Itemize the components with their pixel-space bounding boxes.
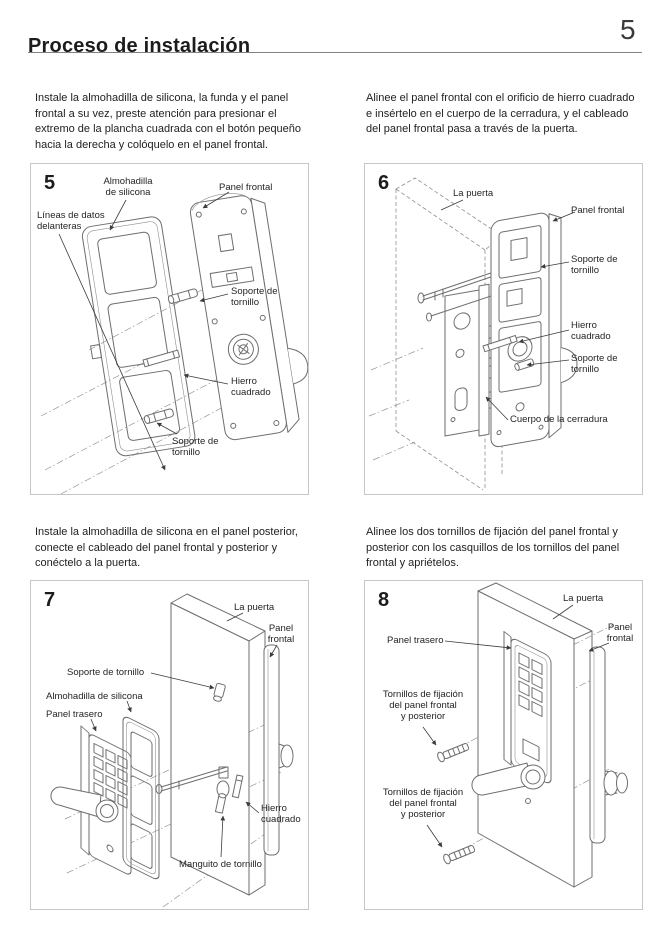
label-screw-support: Soporte de tornillo [67,667,145,678]
rear-panel-drawing [503,630,552,784]
step-5-figure: 5 Almohadilla de silicona Panel frontal … [30,163,309,495]
step-6-drawing [368,177,578,491]
fixing-screw-bottom-drawing [443,844,476,865]
label-front-data-lines: Líneas de datos delanteras [37,210,105,232]
step-5-intro: Instale la almohadilla de silicona, la f… [35,92,302,151]
door-drawing [170,593,266,896]
step-8-figure: 8 La puerta Panel frontal Panel trasero … [364,580,643,910]
step-7-drawing [50,593,294,908]
step-7-figure: 7 La puerta Panel frontal Soporte de tor… [30,580,309,910]
label-silicone-pad: Almohadilla de silicona [46,691,143,702]
label-screw-support-top: Soporte de tornillo [571,254,618,276]
label-square-iron: Hierro cuadrado [571,320,611,342]
handle-drawing [50,786,119,823]
label-front-panel: Panel frontal [606,622,634,644]
front-panel-strip-drawing [263,644,294,856]
leader-lines [90,612,278,858]
label-square-iron: Hierro cuadrado [261,803,301,825]
square-iron-drawing [142,349,181,368]
label-door: La puerta [563,593,604,604]
silicone-pad-drawing [122,716,160,880]
guide-lines [368,347,424,461]
fixing-screw-top-drawing [437,742,470,763]
step-8-intro: Alinee los dos tornillos de fijación del… [366,526,620,570]
screw-support-bottom-drawing [143,408,174,424]
silicone-pad-drawing [81,216,196,457]
leader-lines [440,199,576,421]
label-fixing-screws-bottom: Tornillos de fijación del panel frontal … [382,787,464,820]
handle-drawing [471,762,546,796]
header-rule [28,52,642,53]
square-iron-drawing [231,774,244,799]
label-screw-support-bottom: Soporte de tornillo [172,436,219,458]
step-8-drawing [422,582,628,888]
front-panel-drawing [490,212,578,448]
screw-sleeve-drawing [214,793,227,814]
step-6-figure: 6 La puerta Panel frontal Soporte de tor… [364,163,643,495]
step-number: 5 [44,172,56,194]
step-7-intro: Instale la almohadilla de silicona en el… [35,526,298,570]
label-door: La puerta [453,188,494,199]
page-number: 5 [620,14,636,45]
screw-support-bottom-drawing [514,358,535,371]
label-rear-panel: Panel trasero [46,709,103,720]
label-fixing-screws-top: Tornillos de fijación del panel frontal … [382,689,464,722]
center-screw-drawing [155,766,228,794]
step-number: 6 [378,172,390,194]
front-panel-drawing [189,193,308,441]
step-5-drawing [40,191,308,494]
leader-lines [58,191,230,471]
label-square-iron: Hierro cuadrado [231,376,271,398]
screw-support-top-drawing [167,288,198,304]
step-number: 8 [378,589,390,611]
label-screw-support-top: Soporte de tornillo [231,286,278,308]
label-front-panel: Panel frontal [267,623,295,645]
square-iron-drawing [482,334,518,353]
step-6-intro: Alinee el panel frontal con el orificio … [366,92,635,136]
label-front-panel: Panel frontal [219,182,273,193]
step-number: 7 [44,589,56,611]
front-panel-strip-drawing [589,646,628,844]
leader-lines [422,604,610,848]
label-rear-panel: Panel trasero [387,635,444,646]
label-screw-sleeve: Manguito de tornillo [179,859,262,870]
screw-support-drawing [213,682,226,702]
label-screw-support-bottom: Soporte de tornillo [571,353,618,375]
page-title: Proceso de instalación [28,35,251,58]
label-front-panel: Panel frontal [571,205,625,216]
label-silicone-pad: Almohadilla de silicona [103,176,153,198]
guide-lines [446,624,614,856]
label-lock-body: Cuerpo de la cerradura [510,414,608,425]
label-door: La puerta [234,602,275,613]
